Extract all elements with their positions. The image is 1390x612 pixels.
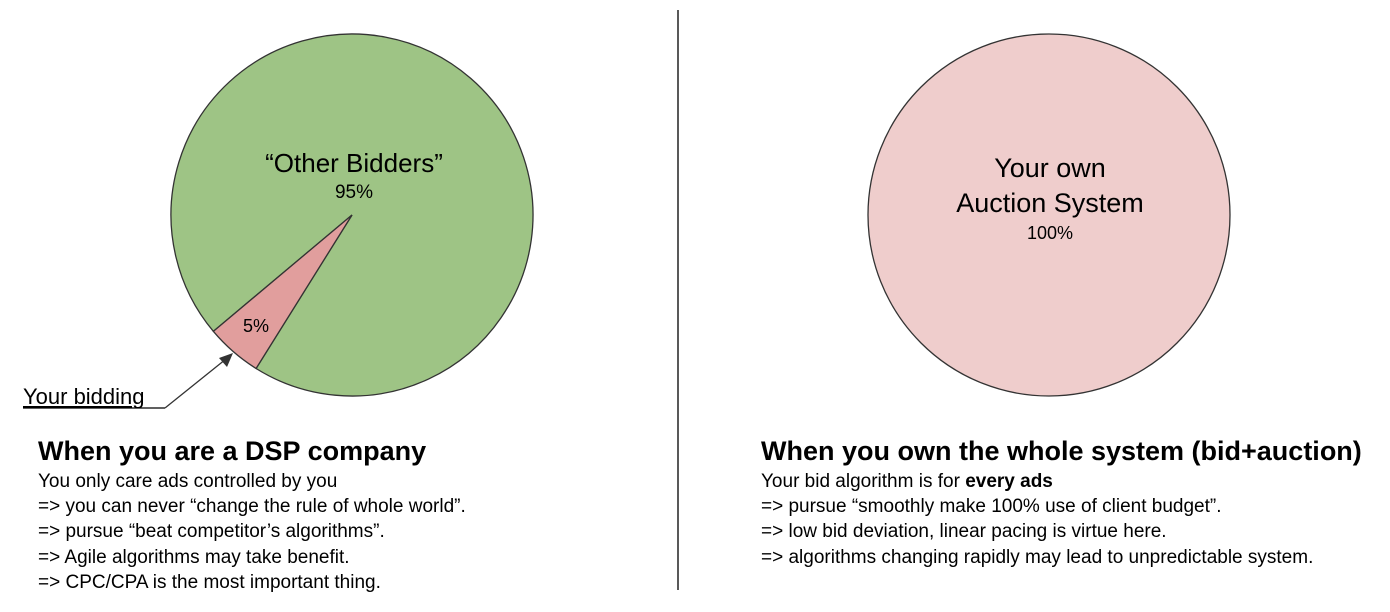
dsp-line: => Agile algorithms may take benefit. [38,546,350,568]
dsp-heading: When you are a DSP company [38,436,427,466]
slice-value-own-system: 100% [1027,223,1073,243]
pie-slice-own-auction-system [867,33,1231,397]
slice-label-line-1: Your own [994,153,1106,183]
own-system-line: => pursue “smoothly make 100% use of cli… [761,496,1222,518]
annotation-arrowhead [219,353,233,367]
dsp-line: => you can never “change the rule of who… [38,496,466,518]
your-bidding-annotation: Your bidding [23,353,233,409]
annotation-label: Your bidding [23,384,145,409]
dsp-line: You only care ads controlled by you [38,471,338,492]
slice-label-line-2: Auction System [956,188,1144,218]
dsp-line: => pursue “beat competitor’s algorithms”… [38,521,385,543]
pie-slice-your-bidding [212,214,353,370]
line-prefix: Your bid algorithm is for [761,471,966,492]
own-system-pie: Your own Auction System 100% [867,33,1231,397]
dsp-line: => CPC/CPA is the most important thing. [38,571,381,593]
slice-label-other-bidders: “Other Bidders” [265,148,443,178]
dsp-description: You only care ads controlled by you => y… [38,469,466,595]
dsp-share-pie: “Other Bidders” 95% 5% [170,33,534,397]
own-system-heading: When you own the whole system (bid+aucti… [761,436,1362,466]
own-system-description: Your bid algorithm is for every ads => p… [761,469,1313,570]
annotation-arrow [164,358,227,409]
line-emphasis: every ads [965,471,1053,492]
own-system-line: Your bid algorithm is for every ads [761,469,1313,494]
slice-value-your-bidding: 5% [243,316,269,336]
slice-value-other-bidders: 95% [335,182,373,203]
own-system-line: => low bid deviation, linear pacing is v… [761,521,1167,543]
own-system-line: => algorithms changing rapidly may lead … [761,546,1314,568]
